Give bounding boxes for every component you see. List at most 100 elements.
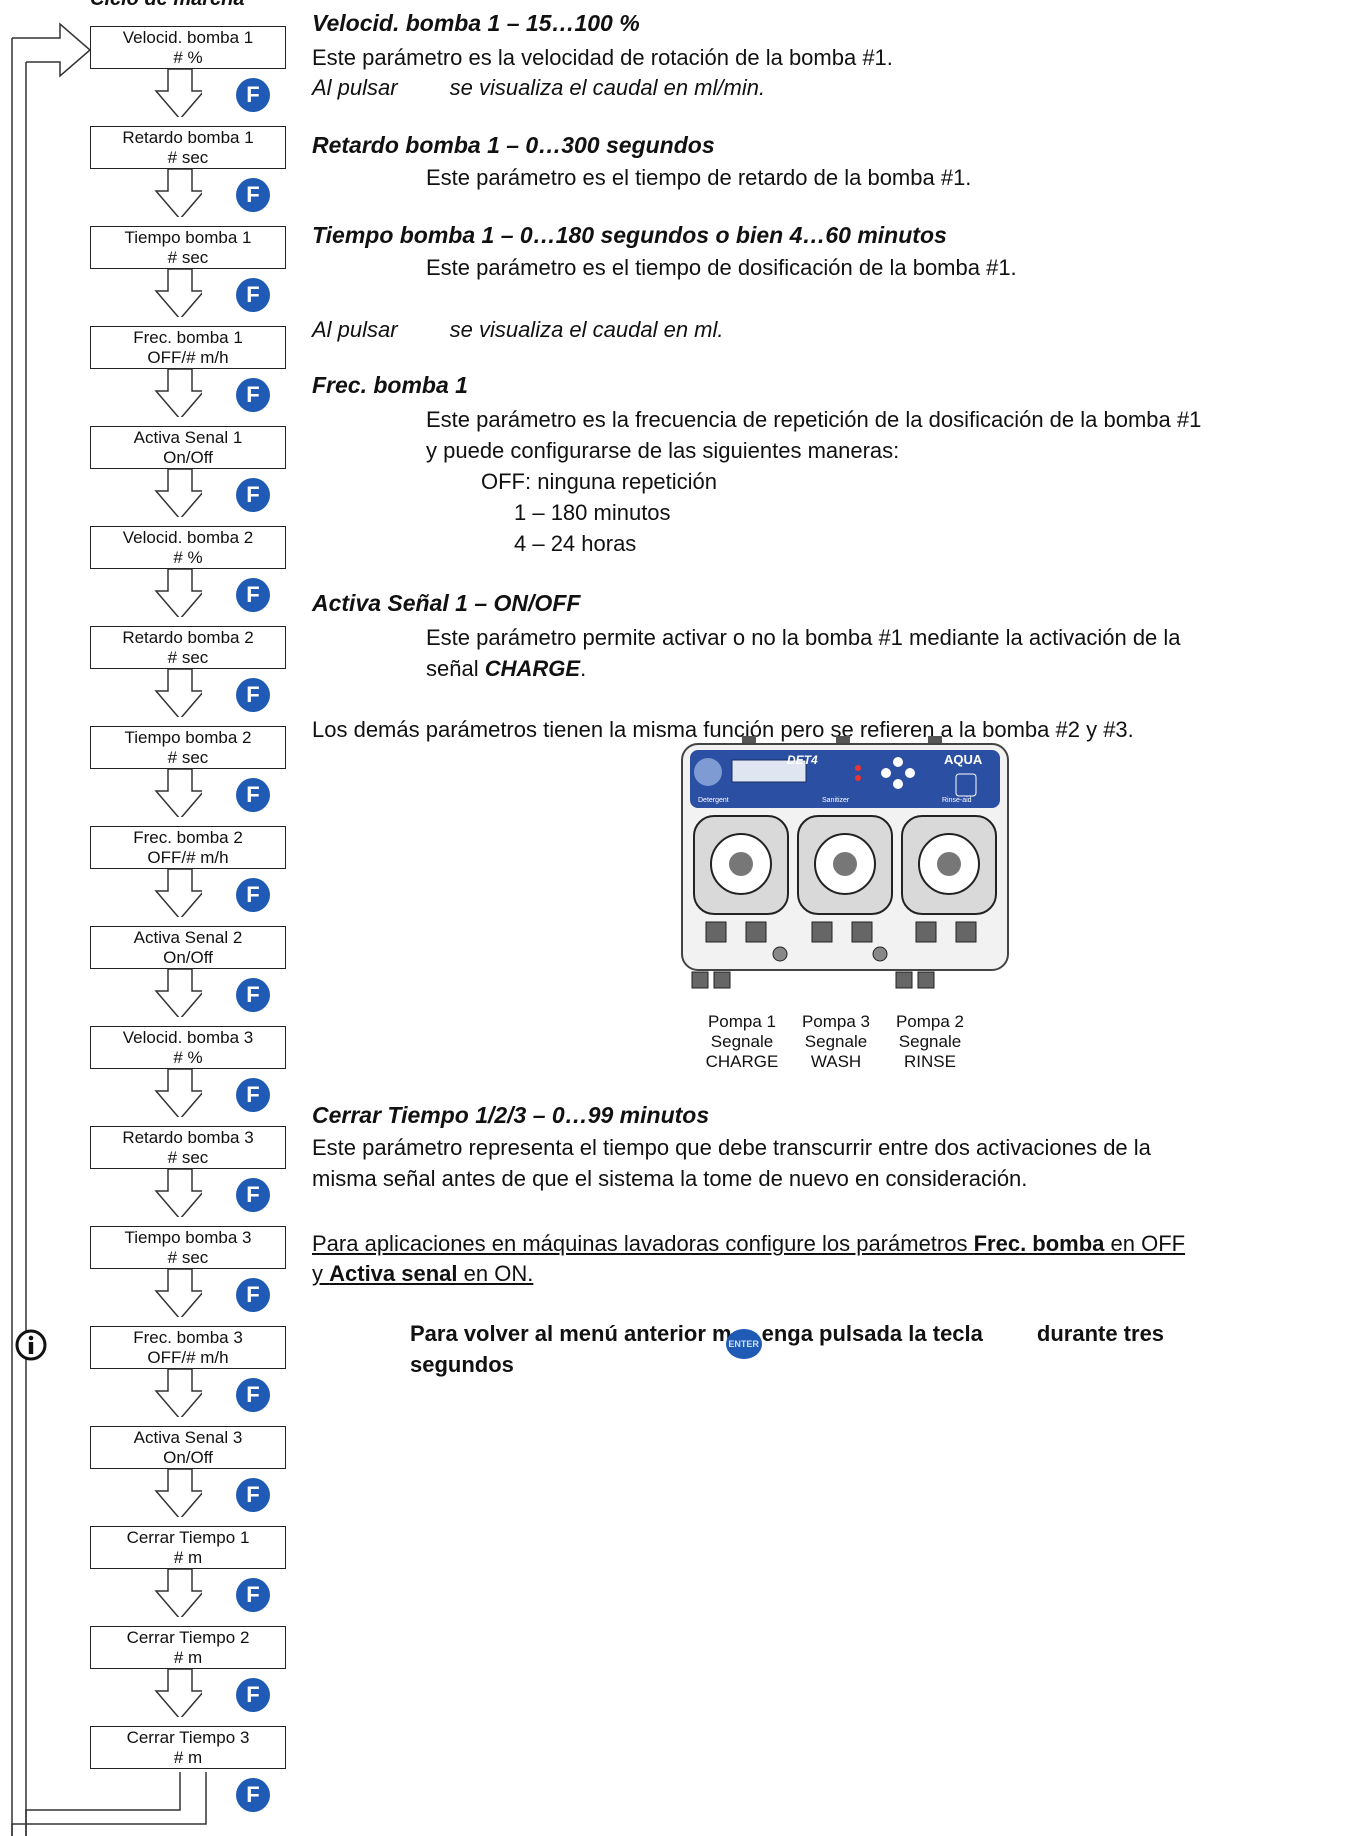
menu-box-label: Velocid. bomba 3 xyxy=(122,1028,254,1047)
f-key-icon: F xyxy=(236,1478,270,1512)
svg-text:Rinse-aid: Rinse-aid xyxy=(942,797,972,804)
menu-box-value: # sec xyxy=(167,248,209,267)
down-arrow-icon xyxy=(154,1669,202,1717)
option-text: OFF: ninguna repetición xyxy=(481,469,718,494)
down-arrow-icon xyxy=(154,869,202,917)
menu-box-label: Frec. bomba 3 xyxy=(133,1328,243,1347)
f-key-icon: F xyxy=(236,78,270,112)
f-key-icon: F xyxy=(236,578,270,612)
section-text: Este parámetro es la velocidad de rotaci… xyxy=(312,45,893,70)
menu-box-label: Cerrar Tiempo 3 xyxy=(126,1728,250,1747)
section-title-cerrar: Cerrar Tiempo 1/2/3 – 0…99 minutos xyxy=(312,1102,710,1128)
section-title-activa-1: Activa Señal 1 – ON/OFF xyxy=(312,590,581,616)
menu-box: Retardo bomba 2# sec xyxy=(90,626,286,669)
f-key-icon: F xyxy=(236,178,270,212)
f-key-icon: F xyxy=(236,1278,270,1312)
info-icon xyxy=(15,1329,47,1361)
menu-box-label: Frec. bomba 2 xyxy=(133,828,243,847)
option-text: 1 – 180 minutos xyxy=(514,500,671,525)
f-key-icon: F xyxy=(236,778,270,812)
menu-box: Retardo bomba 3# sec xyxy=(90,1126,286,1169)
menu-box-value: # % xyxy=(173,48,203,67)
down-arrow-icon xyxy=(154,269,202,317)
menu-box-value: On/Off xyxy=(163,948,213,967)
menu-box: Tiempo bomba 3# sec xyxy=(90,1226,286,1269)
menu-box-value: OFF/# m/h xyxy=(147,348,229,367)
section-text: Este parámetro es el tiempo de retardo d… xyxy=(426,165,972,190)
menu-box-value: OFF/# m/h xyxy=(147,848,229,867)
menu-box-value: # m xyxy=(173,1648,203,1667)
menu-box-label: Cerrar Tiempo 2 xyxy=(126,1628,250,1647)
menu-box-label: Cerrar Tiempo 1 xyxy=(126,1528,250,1547)
menu-box-value: # sec xyxy=(167,1248,209,1267)
menu-box-label: Velocid. bomba 2 xyxy=(122,528,254,547)
section-title-retardo-1: Retardo bomba 1 – 0…300 segundos xyxy=(312,132,715,158)
menu-box-label: Tiempo bomba 1 xyxy=(124,228,252,247)
menu-box-label: Retardo bomba 1 xyxy=(122,128,254,147)
section-text: señal CHARGE. xyxy=(426,656,587,681)
menu-box-value: # % xyxy=(173,1048,203,1067)
down-arrow-icon xyxy=(154,969,202,1017)
section-text: misma señal antes de que el sistema la t… xyxy=(312,1166,1028,1191)
section-text: Este parámetro permite activar o no la b… xyxy=(426,625,1181,650)
f-key-icon: F xyxy=(236,878,270,912)
cut-heading: Ciclo de marcha xyxy=(90,0,245,11)
down-arrow-icon xyxy=(154,69,202,117)
menu-box-value: # sec xyxy=(167,148,209,167)
section-text: Este parámetro es el tiempo de dosificac… xyxy=(426,255,1017,280)
menu-box: Velocid. bomba 3# % xyxy=(90,1026,286,1069)
menu-box-value: # sec xyxy=(167,748,209,767)
menu-box-label: Velocid. bomba 1 xyxy=(122,28,254,47)
down-arrow-icon xyxy=(154,369,202,417)
f-key-icon: F xyxy=(236,278,270,312)
section-title-velocidad-1: Velocid. bomba 1 – 15…100 % xyxy=(312,10,640,36)
f-key-icon: F xyxy=(236,1778,270,1812)
svg-text:DET4: DET4 xyxy=(787,753,818,767)
menu-box-label: Frec. bomba 1 xyxy=(133,328,243,347)
menu-box: Velocid. bomba 1# % xyxy=(90,26,286,69)
f-key-icon: F xyxy=(236,978,270,1012)
menu-box-value: # % xyxy=(173,548,203,567)
down-arrow-icon xyxy=(154,769,202,817)
menu-box-value: # sec xyxy=(167,648,209,667)
down-arrow-icon xyxy=(154,1069,202,1117)
menu-box: Retardo bomba 1# sec xyxy=(90,126,286,169)
menu-box: Cerrar Tiempo 3# m xyxy=(90,1726,286,1769)
f-key-icon: F xyxy=(236,678,270,712)
f-key-icon: F xyxy=(236,478,270,512)
section-text: Este parámetro representa el tiempo que … xyxy=(312,1135,1151,1160)
return-menu-note: segundos xyxy=(410,1352,514,1377)
device-illustration: DET4 AQUA Detergent Sanitizer Rinse-aid xyxy=(681,736,1009,989)
menu-box: Tiempo bomba 1# sec xyxy=(90,226,286,269)
svg-text:AQUA: AQUA xyxy=(944,752,983,767)
menu-box-value: OFF/# m/h xyxy=(147,1348,229,1367)
menu-box-label: Activa Senal 3 xyxy=(133,1428,243,1447)
menu-box-label: Tiempo bomba 2 xyxy=(124,728,252,747)
enter-key-icon: ENTER xyxy=(725,1329,762,1359)
loop-back-connector xyxy=(11,22,207,1836)
menu-box-label: Activa Senal 2 xyxy=(133,928,243,947)
down-arrow-icon xyxy=(154,1169,202,1217)
menu-box-value: # sec xyxy=(167,1148,209,1167)
down-arrow-icon xyxy=(154,169,202,217)
down-arrow-icon xyxy=(154,1369,202,1417)
entry-arrow-icon xyxy=(12,22,92,78)
f-key-icon: F xyxy=(236,1178,270,1212)
section-text: Los demás parámetros tienen la misma fun… xyxy=(312,717,1134,742)
menu-box-value: # m xyxy=(173,1548,203,1567)
menu-box-label: Retardo bomba 3 xyxy=(122,1128,254,1147)
option-text: 4 – 24 horas xyxy=(514,531,637,556)
f-key-icon: F xyxy=(236,1678,270,1712)
